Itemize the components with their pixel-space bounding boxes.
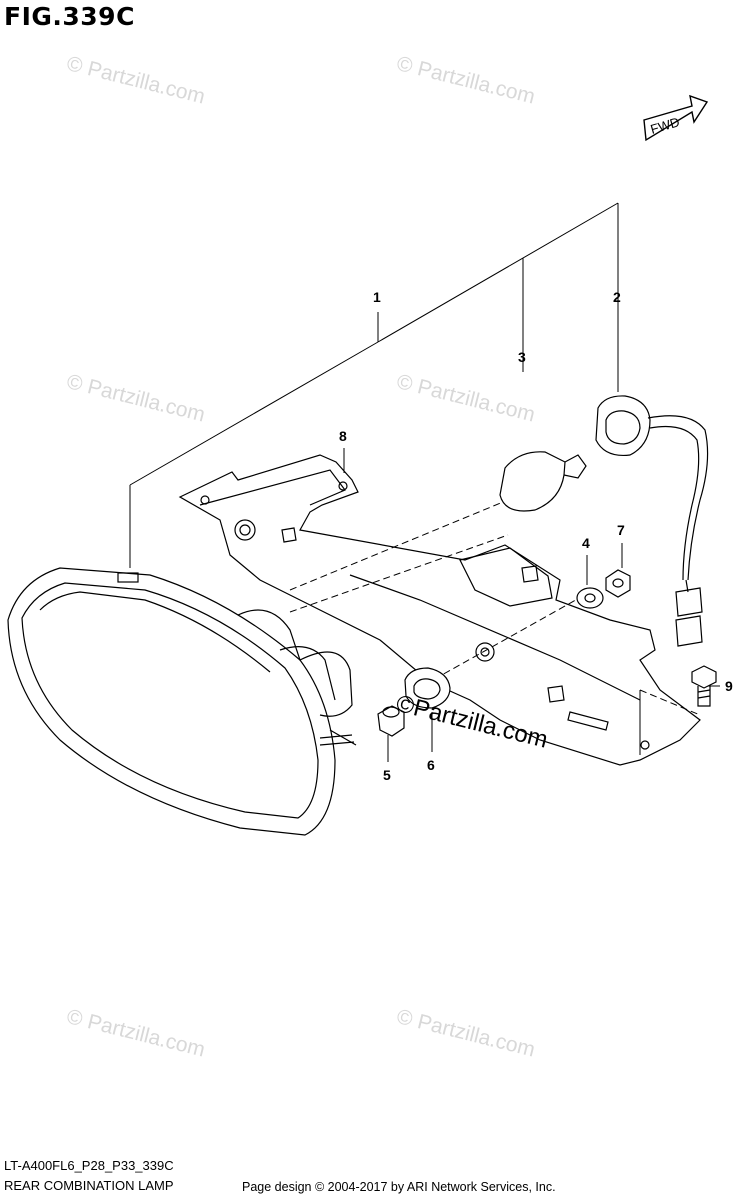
washer bbox=[576, 587, 604, 609]
callout-4: 4 bbox=[582, 535, 590, 551]
callout-8: 8 bbox=[339, 428, 347, 444]
socket-harness bbox=[595, 395, 709, 647]
fwd-arrow-icon: FWD bbox=[643, 94, 709, 142]
callout-1: 1 bbox=[373, 289, 381, 305]
model-code: LT-A400FL6_P28_P33_339C bbox=[4, 1158, 174, 1173]
lamp-housing bbox=[7, 567, 357, 836]
bolt bbox=[691, 665, 717, 707]
callout-2: 2 bbox=[613, 289, 621, 305]
callout-7: 7 bbox=[617, 522, 625, 538]
diagram-caption: REAR COMBINATION LAMP bbox=[4, 1178, 174, 1193]
mounting-bracket bbox=[178, 454, 701, 766]
callout-3: 3 bbox=[518, 349, 526, 365]
callout-9: 9 bbox=[725, 678, 733, 694]
nut bbox=[605, 569, 631, 598]
credit-line: Page design © 2004-2017 by ARI Network S… bbox=[242, 1180, 556, 1194]
collar bbox=[377, 705, 405, 737]
figure-title: FIG.339C bbox=[4, 2, 135, 31]
bulb bbox=[499, 451, 587, 512]
leader-lines bbox=[129, 202, 720, 762]
callout-6: 6 bbox=[427, 757, 435, 773]
socket bbox=[404, 667, 451, 709]
callout-5: 5 bbox=[383, 767, 391, 783]
